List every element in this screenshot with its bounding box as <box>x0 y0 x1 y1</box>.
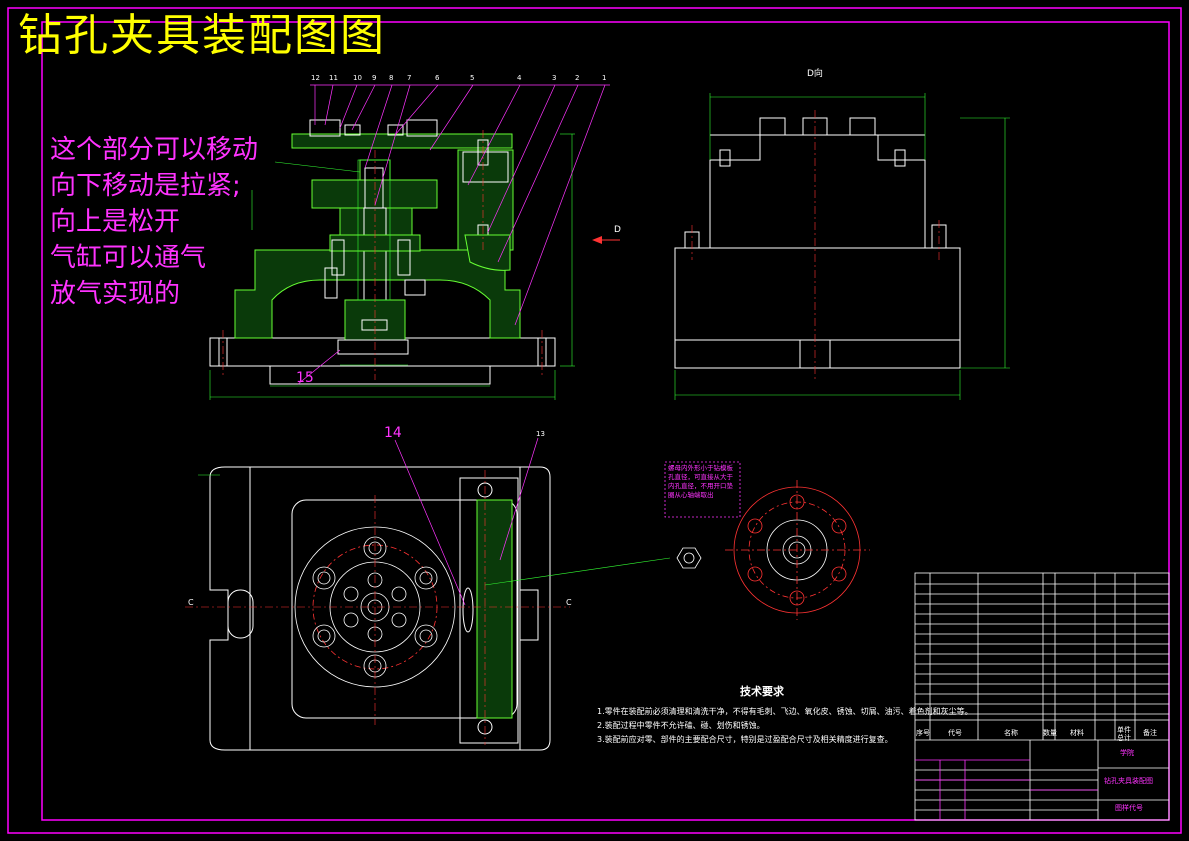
part-number: 6 <box>435 74 440 82</box>
part-number-14: 14 <box>384 425 402 441</box>
part-number: 11 <box>329 74 338 82</box>
part-number: 9 <box>372 74 377 82</box>
tech-req-title: 技术要求 <box>740 685 784 698</box>
part-number: 3 <box>552 74 557 82</box>
top-view-leaders <box>198 474 671 586</box>
title-block-highlight <box>915 759 1098 820</box>
note-line: 放气实现的 <box>50 279 181 309</box>
bom-header: 代号 <box>948 729 962 737</box>
bom-header: 数量 <box>1043 729 1057 737</box>
outer-frame <box>7 7 1182 834</box>
part-number: 1 <box>602 74 607 82</box>
side-center-lines <box>691 110 940 380</box>
top-view-center-lines <box>185 470 570 745</box>
nut-annotation: 螺母内外形小于钻模板孔直径，可直接从大于内孔直径，不用开口垫圈从心轴端取出 <box>668 464 733 499</box>
note-line: 这个部分可以移动 <box>50 135 259 165</box>
section-c-right: C <box>566 598 572 607</box>
drawing-title: 钻孔夹具装配图图 <box>18 10 386 61</box>
part-number: 7 <box>407 74 412 82</box>
part-number: 12 <box>311 74 320 82</box>
detail-nut <box>664 461 741 569</box>
side-dimensions <box>674 93 1010 400</box>
movement-note: 这个部分可以移动 向下移动是拉紧; 向上是松开 气缸可以通气 放气实现的 <box>50 132 258 312</box>
drawing-number: 图样代号 <box>1115 804 1143 812</box>
inner-frame <box>41 21 1170 821</box>
top-view <box>209 466 551 751</box>
bom-header: 单件 <box>1117 726 1131 734</box>
tech-req-line: 2.装配过程中零件不允许磕、碰、划伤和锈蚀。 <box>597 721 765 730</box>
title-block <box>914 572 1170 821</box>
top-leaders <box>297 84 610 385</box>
bom-header: 材料 <box>1070 729 1084 737</box>
side-view-d <box>674 117 961 369</box>
top-leaders-14-13 <box>394 437 539 606</box>
bom-header: 总计 <box>1117 734 1131 742</box>
d-view-label: D向 <box>807 69 823 79</box>
note-line: 向下移动是拉紧; <box>50 171 241 201</box>
part-number-13: 13 <box>536 430 545 438</box>
note-line: 向上是松开 <box>50 207 181 237</box>
part-number: 8 <box>389 74 394 82</box>
bom-header: 名称 <box>1004 729 1018 737</box>
part-number: 5 <box>470 74 475 82</box>
tech-req-line: 3.装配前应对零、部件的主要配合尺寸，特别是过盈配合尺寸及相关精度进行复查。 <box>597 735 893 744</box>
d-arrow-label: D <box>614 225 621 235</box>
bom-header: 备注 <box>1143 729 1157 737</box>
section-c-left: C <box>188 598 194 607</box>
front-center-lines <box>222 130 543 380</box>
part-number: 4 <box>517 74 522 82</box>
d-view-arrow <box>592 236 620 244</box>
school-name: 学院 <box>1120 749 1134 757</box>
part-number-15: 15 <box>296 370 314 386</box>
front-section-view <box>209 119 556 385</box>
drawing-name: 钻孔夹具装配图 <box>1104 777 1153 785</box>
detail-flange-view <box>725 480 870 620</box>
note-line: 气缸可以通气 <box>50 243 207 273</box>
bom-header: 序号 <box>916 729 930 737</box>
tech-req-line: 1.零件在装配前必须清理和清洗干净，不得有毛刺、飞边、氧化皮、锈蚀、切屑、油污、… <box>597 707 973 716</box>
part-number: 2 <box>575 74 580 82</box>
part-number: 10 <box>353 74 362 82</box>
